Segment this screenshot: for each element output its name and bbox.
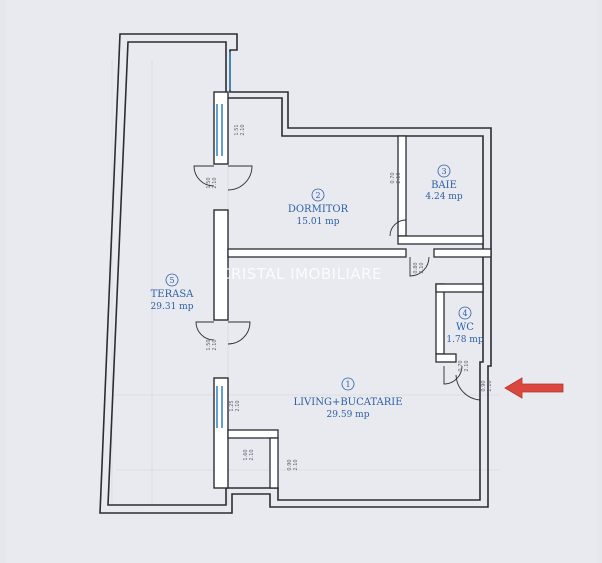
opening-label: 2.10 [464,360,470,371]
paper-sheet [6,0,598,563]
room-area: 15.01 mp [297,217,340,227]
room-number: 4 [462,309,467,318]
room-baie: 3 BAIE 4.24 mp [425,164,463,202]
room-name: WC [456,322,474,333]
opening-label: 2.10 [396,172,402,183]
room-wc: 4 WC 1.78 mp [446,306,484,345]
room-dormitor: 2 DORMITOR 15.01 mp [288,188,349,227]
room-name: BAIE [431,180,457,191]
opening-label: 2.10 [240,124,246,135]
opening-label: 1.60 [243,449,249,460]
door-swings [193,165,481,401]
room-name: TERASA [151,289,195,300]
opening-label: 0.70 [390,172,396,183]
terrace-partition-wall [213,91,229,489]
room-number-circle [311,188,325,202]
room-number: 2 [315,191,320,200]
opening-label: 2.10 [293,459,299,470]
opening-label: 0.80 [413,262,419,273]
opening-label: 0.90 [481,380,487,391]
opening-label: 0.90 [287,459,293,470]
opening-label: 1.50 [206,177,212,188]
windows [216,52,231,428]
watermark: CRISTAL IMOBILIARE [220,265,382,283]
room-number-circle [458,306,472,320]
exterior-walls [99,33,492,514]
opening-labels: 1.51 2.10 1.50 2.10 0.70 2.10 0.80 2.10 … [206,124,493,470]
opening-label: 2.10 [235,400,241,411]
room-number: 5 [169,276,174,285]
room-terasa: 5 TERASA 29.31 mp [151,273,195,312]
room-number-circle [341,377,355,391]
opening-label: 1.51 [234,124,240,135]
room-area: 29.31 mp [151,302,194,312]
opening-label: 2.10 [419,262,425,273]
room-name: DORMITOR [288,204,349,215]
opening-label: 2.10 [212,339,218,350]
room-number: 3 [441,167,446,176]
room-living: 1 LIVING+BUCATARIE 29.59 mp [293,377,403,420]
room-name: LIVING+BUCATARIE [293,397,402,408]
interior-walls [227,135,492,489]
entrance-arrow-icon [504,377,564,399]
opening-label: 1.50 [206,339,212,350]
room-number: 1 [345,380,350,389]
opening-label: 2.10 [487,380,493,391]
room-number-circle [437,164,451,178]
opening-label: 1.25 [229,400,235,411]
room-area: 4.24 mp [425,192,462,202]
room-area: 29.59 mp [327,410,370,420]
opening-label: 2.10 [249,449,255,460]
opening-label: 2.10 [212,177,218,188]
room-area: 1.78 mp [446,335,483,345]
opening-label: 0.70 [458,360,464,371]
room-number-circle [165,273,179,287]
